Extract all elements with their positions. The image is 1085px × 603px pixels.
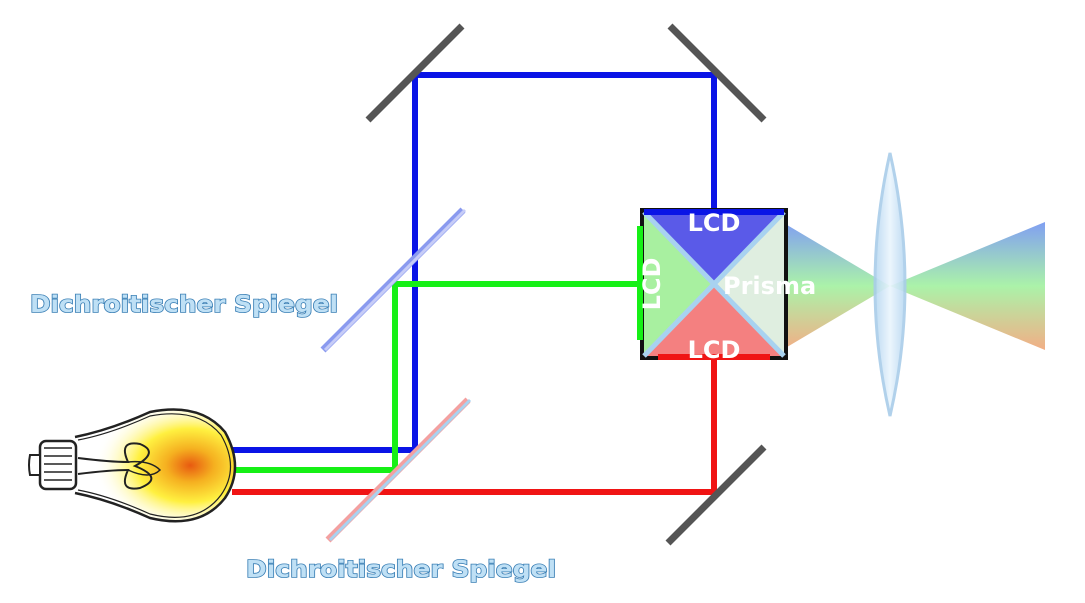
prism-blue-section bbox=[644, 212, 784, 284]
prism-red-section bbox=[644, 284, 784, 356]
mirror-top-right bbox=[667, 23, 767, 123]
prism bbox=[637, 208, 788, 360]
lcd-left-label: LCD bbox=[638, 258, 666, 311]
deflection-mirrors bbox=[365, 23, 767, 546]
lcd-top-label: LCD bbox=[688, 209, 741, 237]
prism-green-section bbox=[644, 212, 714, 356]
dichroic-mirror-lower-label: Dichroitischer Spiegel bbox=[246, 557, 556, 583]
output-beam bbox=[782, 222, 1060, 350]
projection-lens bbox=[873, 152, 907, 417]
green-light-path bbox=[232, 281, 640, 473]
prism-label: Prisma bbox=[723, 272, 816, 300]
prism-right-section bbox=[714, 212, 784, 356]
red-light-path bbox=[232, 356, 717, 495]
mirror-top-left bbox=[365, 23, 465, 123]
lcd-bottom-label: LCD bbox=[688, 336, 741, 364]
dichroic-mirror-upper bbox=[320, 207, 467, 353]
dichroic-mirror-lower bbox=[325, 397, 472, 543]
light-bulb-icon bbox=[28, 408, 237, 523]
dichroic-mirror-upper-label: Dichroitischer Spiegel bbox=[30, 292, 338, 318]
mirror-bottom-right bbox=[665, 444, 767, 546]
